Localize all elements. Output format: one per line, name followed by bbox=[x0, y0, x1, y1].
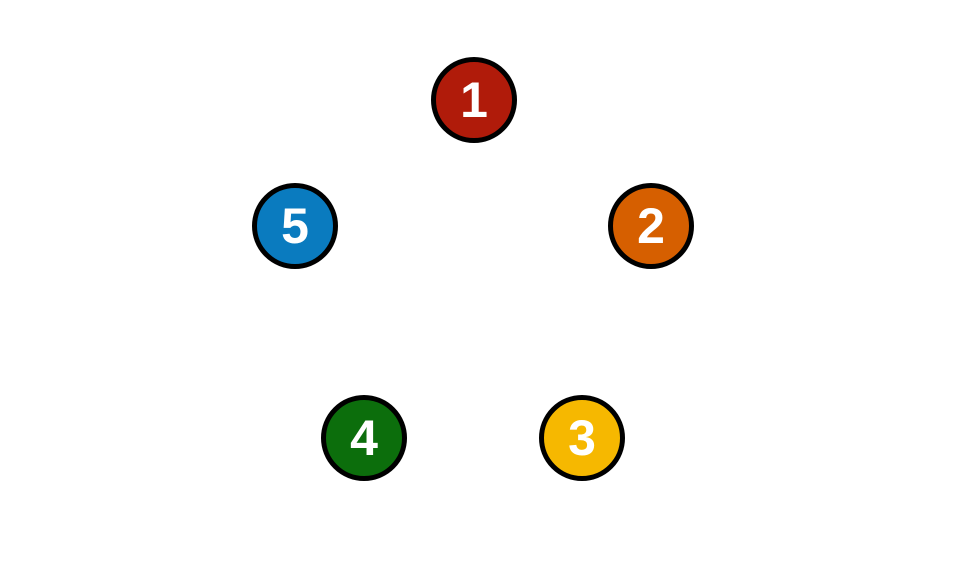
badge-2: 2 bbox=[608, 183, 694, 269]
badge-4-label: 4 bbox=[350, 410, 378, 466]
badge-3: 3 bbox=[539, 395, 625, 481]
badge-1-label: 1 bbox=[460, 72, 488, 128]
badge-2-label: 2 bbox=[637, 198, 665, 254]
badge-4: 4 bbox=[321, 395, 407, 481]
badge-5-label: 5 bbox=[281, 198, 309, 254]
badge-1: 1 bbox=[431, 57, 517, 143]
badge-5: 5 bbox=[252, 183, 338, 269]
badge-3-label: 3 bbox=[568, 410, 596, 466]
